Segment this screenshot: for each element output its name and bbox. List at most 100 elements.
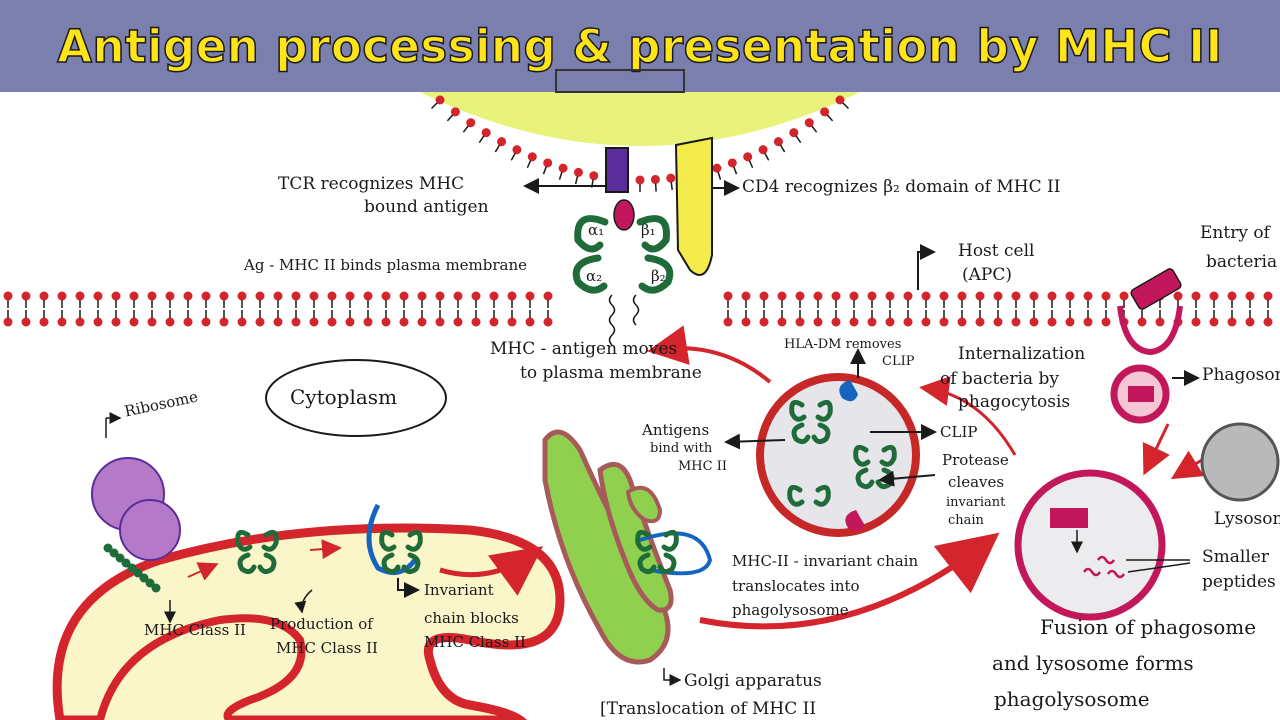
phospholipid bbox=[723, 291, 733, 308]
phospholipid bbox=[309, 310, 319, 327]
phospholipid bbox=[1119, 291, 1129, 308]
phospholipid bbox=[1011, 310, 1021, 327]
phospholipid bbox=[885, 310, 895, 327]
phospholipid bbox=[975, 310, 985, 327]
phospholipid bbox=[1137, 310, 1147, 327]
phospholipid bbox=[345, 310, 355, 327]
label-cd4: CD4 recognizes β₂ domain of MHC II bbox=[742, 177, 1061, 197]
phospholipid bbox=[430, 95, 445, 110]
phospholipid bbox=[543, 291, 553, 308]
t-cell-label-box bbox=[555, 69, 685, 93]
label-moves-1: MHC - antigen moves bbox=[490, 339, 678, 359]
phospholipid bbox=[183, 310, 193, 327]
phospholipid bbox=[1263, 310, 1273, 327]
phospholipid bbox=[507, 291, 517, 308]
t-cell bbox=[420, 92, 860, 146]
phospholipid bbox=[183, 291, 193, 308]
label-antigens-3: MHC II bbox=[678, 459, 727, 474]
phospholipid bbox=[57, 291, 67, 308]
label-clip: CLIP bbox=[940, 423, 978, 441]
amino-acid-bead bbox=[145, 578, 155, 588]
label-ag-mhc: Ag - MHC II binds plasma membrane bbox=[244, 256, 528, 274]
phospholipid bbox=[165, 310, 175, 327]
amino-acid-bead bbox=[115, 553, 125, 563]
label-alpha1: α₁ bbox=[588, 221, 605, 239]
phospholipid bbox=[446, 107, 460, 122]
host-cell-membrane bbox=[3, 291, 1273, 327]
phospholipid bbox=[417, 310, 427, 327]
phospholipid bbox=[712, 163, 722, 180]
phospholipid bbox=[510, 145, 522, 161]
phospholipid bbox=[1083, 291, 1093, 308]
amino-acid-bead bbox=[127, 563, 137, 573]
label-fusion-3: phagolysosome bbox=[994, 687, 1150, 711]
peptides bbox=[1082, 555, 1126, 579]
phospholipid bbox=[957, 310, 967, 327]
phospholipid bbox=[526, 152, 537, 169]
phospholipid bbox=[57, 310, 67, 327]
phospholipid bbox=[723, 310, 733, 327]
label-translocates-1: MHC-II - invariant chain bbox=[732, 552, 919, 570]
label-smaller-2: peptides bbox=[1202, 572, 1276, 592]
phospholipid bbox=[993, 310, 1003, 327]
label-fusion-2: and lysosome forms bbox=[992, 651, 1194, 675]
phospholipid bbox=[494, 137, 507, 153]
phospholipid bbox=[93, 310, 103, 327]
phospholipid bbox=[201, 310, 211, 327]
phospholipid bbox=[1245, 310, 1255, 327]
phospholipid bbox=[921, 291, 931, 308]
phospholipid bbox=[21, 291, 31, 308]
mhc-ii-membrane bbox=[572, 215, 674, 294]
phospholipid bbox=[525, 310, 535, 327]
label-moves-2: to plasma membrane bbox=[520, 363, 702, 383]
phospholipid bbox=[1101, 310, 1111, 327]
amino-acid-bead bbox=[121, 558, 131, 568]
phospholipid bbox=[291, 310, 301, 327]
label-tcr-2: bound antigen bbox=[364, 197, 489, 217]
label-translocates-3: phagolysosome bbox=[732, 601, 849, 619]
phospholipid bbox=[831, 310, 841, 327]
phospholipid bbox=[743, 152, 754, 169]
transmembrane-tails bbox=[608, 294, 640, 346]
phospholipid bbox=[1227, 291, 1237, 308]
label-fusion-1: Fusion of phagosome bbox=[1040, 615, 1257, 639]
label-translocation: [Translocation of MHC II bbox=[600, 699, 817, 719]
phospholipid bbox=[1101, 291, 1111, 308]
phospholipid bbox=[543, 310, 553, 327]
label-internalization-1: Internalization bbox=[958, 344, 1086, 364]
phospholipid bbox=[201, 291, 211, 308]
cytoplasm-label-ellipse bbox=[265, 359, 447, 437]
phospholipid bbox=[3, 291, 13, 308]
phospholipid bbox=[1191, 310, 1201, 327]
phospholipid bbox=[237, 310, 247, 327]
label-translocates-2: translocates into bbox=[732, 577, 860, 595]
phospholipid bbox=[741, 291, 751, 308]
phospholipid bbox=[903, 310, 913, 327]
phospholipid bbox=[453, 310, 463, 327]
amino-acid-bead bbox=[109, 548, 119, 558]
phospholipid bbox=[903, 291, 913, 308]
phagolysosome-right bbox=[1014, 469, 1166, 621]
phospholipid bbox=[525, 291, 535, 308]
cd4-receptor bbox=[674, 136, 713, 276]
label-protease-4: chain bbox=[948, 513, 984, 528]
phospholipid bbox=[813, 291, 823, 308]
label-golgi: Golgi apparatus bbox=[684, 671, 822, 691]
amino-acid-bead bbox=[151, 583, 161, 593]
phospholipid bbox=[1263, 291, 1273, 308]
phospholipid bbox=[666, 173, 676, 191]
amino-acid-bead bbox=[139, 573, 149, 583]
label-host-cell: Host cell bbox=[958, 241, 1035, 261]
label-entry-2: bacteria bbox=[1206, 252, 1278, 272]
phospholipid bbox=[849, 310, 859, 327]
phospholipid bbox=[237, 291, 247, 308]
phospholipid bbox=[1227, 310, 1237, 327]
phospholipid bbox=[39, 291, 49, 308]
label-hla-dm-2: CLIP bbox=[882, 354, 915, 369]
phospholipid bbox=[1065, 310, 1075, 327]
phospholipid bbox=[111, 310, 121, 327]
title-banner bbox=[0, 0, 1280, 92]
phospholipid bbox=[453, 291, 463, 308]
phospholipid bbox=[835, 95, 850, 110]
